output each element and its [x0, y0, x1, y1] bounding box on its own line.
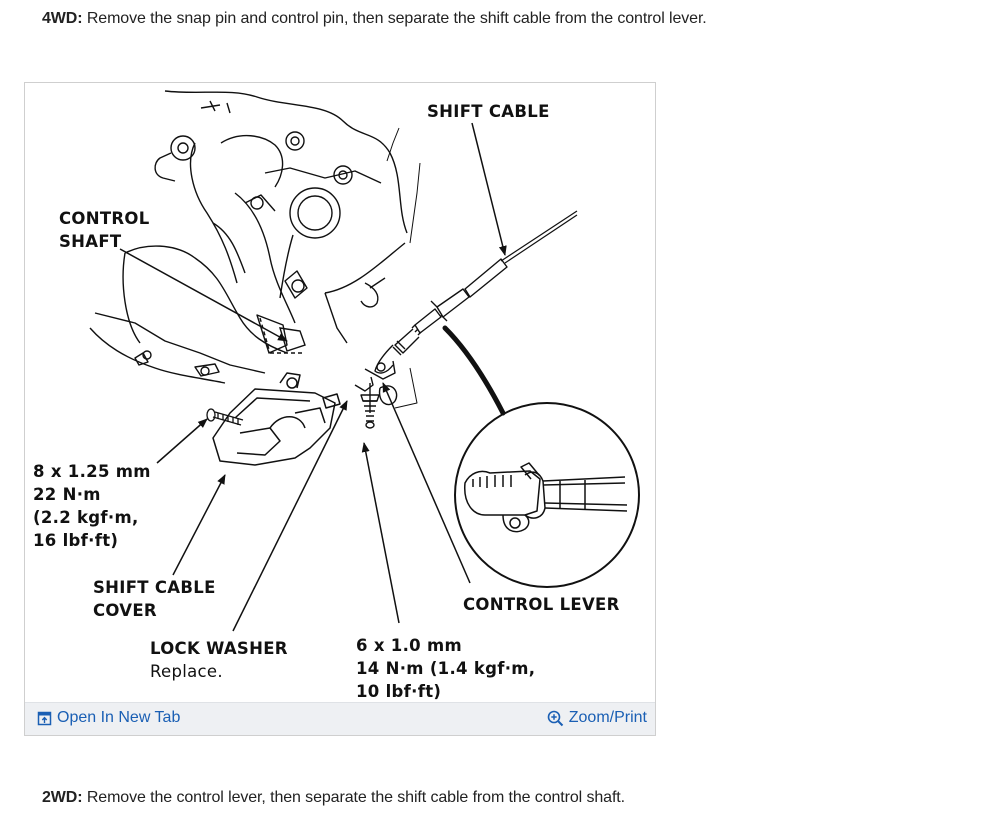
- label-control-shaft-line2: SHAFT: [59, 232, 122, 251]
- figure-toolbar: Open In New Tab Zoom/Print: [25, 702, 655, 735]
- leader-cover-bolt: [156, 418, 208, 464]
- shift-cable-figure: SHIFT CABLE CONTROL SHAFT 8 x 1.25 mm 22…: [24, 82, 656, 736]
- control-shaft-drawing: [259, 317, 306, 354]
- label-control-shaft-line1: CONTROL: [59, 209, 150, 228]
- label-bolt-spec-line1: 8 x 1.25 mm: [33, 462, 151, 481]
- cover-bolt-drawing: [206, 408, 244, 426]
- step-2wd-text: Remove the control lever, then separate …: [82, 789, 626, 806]
- open-in-new-tab-link[interactable]: Open In New Tab: [37, 709, 180, 727]
- label-shift-cable: SHIFT CABLE: [427, 102, 550, 121]
- label-cover-line1: SHIFT CABLE: [93, 578, 216, 597]
- label-bolt-spec-line4: 16 lbf·ft): [33, 531, 118, 550]
- step-4wd-prefix: 4WD:: [42, 10, 83, 27]
- shift-cable-cover-drawing: [212, 372, 341, 466]
- label-bolt-spec-line3: (2.2 kgf·m,: [33, 508, 139, 527]
- leader-shift-cable: [471, 122, 507, 256]
- leader-shift-cable-cover: [172, 474, 226, 576]
- label-lock-washer-line2: Replace.: [150, 662, 223, 681]
- detail-circle: [454, 402, 640, 588]
- label-small-bolt-line1: 6 x 1.0 mm: [356, 636, 462, 655]
- leader-control-shaft: [119, 248, 288, 342]
- zoom-print-link[interactable]: Zoom/Print: [547, 709, 647, 727]
- shift-cable-drawing: [354, 210, 578, 429]
- zoom-in-icon: [547, 710, 564, 727]
- step-2wd-prefix: 2WD:: [42, 789, 83, 806]
- leader-control-lever: [382, 382, 471, 584]
- label-bolt-spec-line2: 22 N·m: [33, 485, 101, 504]
- label-control-lever: CONTROL LEVER: [463, 595, 620, 614]
- step-4wd-instruction: 4WD: Remove the snap pin and control pin…: [42, 10, 707, 28]
- zoom-print-label: Zoom/Print: [568, 709, 647, 726]
- leader-lock-washer: [232, 400, 348, 632]
- exploded-view-diagram: SHIFT CABLE CONTROL SHAFT 8 x 1.25 mm 22…: [33, 90, 640, 701]
- open-in-new-tab-label: Open In New Tab: [57, 709, 181, 726]
- label-lock-washer-line1: LOCK WASHER: [150, 639, 288, 658]
- label-small-bolt-line2: 14 N·m (1.4 kgf·m,: [356, 659, 535, 678]
- transmission-case-drawing: [89, 90, 421, 384]
- open-new-tab-icon: [37, 711, 52, 726]
- label-cover-line2: COVER: [93, 601, 157, 620]
- label-small-bolt-line3: 10 lbf·ft): [356, 682, 441, 701]
- detail-callout-line: [442, 325, 506, 416]
- leader-small-bolt: [361, 442, 400, 624]
- leader-lines: [119, 122, 507, 632]
- step-4wd-text: Remove the snap pin and control pin, the…: [82, 10, 707, 27]
- step-2wd-instruction: 2WD: Remove the control lever, then sepa…: [42, 789, 625, 807]
